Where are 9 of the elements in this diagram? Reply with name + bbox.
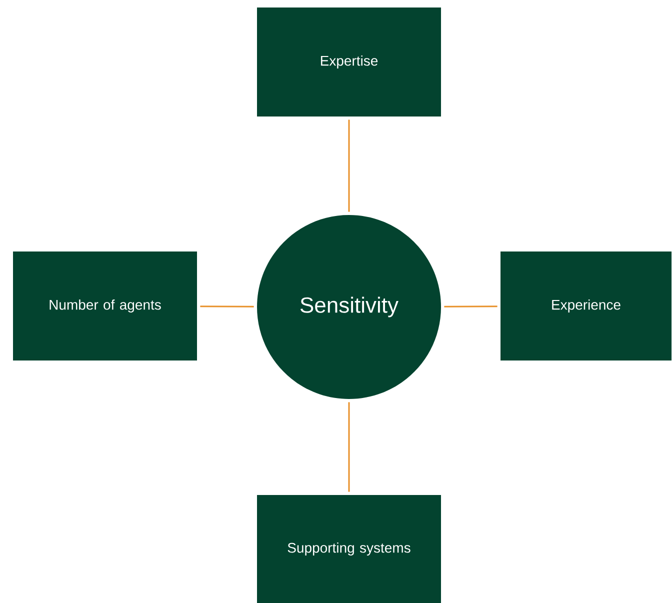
process-box: Experience (500, 252, 672, 360)
process-box: Supporting systems (257, 495, 441, 603)
connector-line (348, 120, 350, 212)
process-box: Number of agents (13, 252, 197, 360)
connector-line (348, 402, 350, 492)
connector-line (444, 306, 498, 308)
connector-line (200, 306, 254, 308)
process-box: Expertise (257, 8, 441, 116)
circle-node: Sensitivity (257, 215, 441, 399)
